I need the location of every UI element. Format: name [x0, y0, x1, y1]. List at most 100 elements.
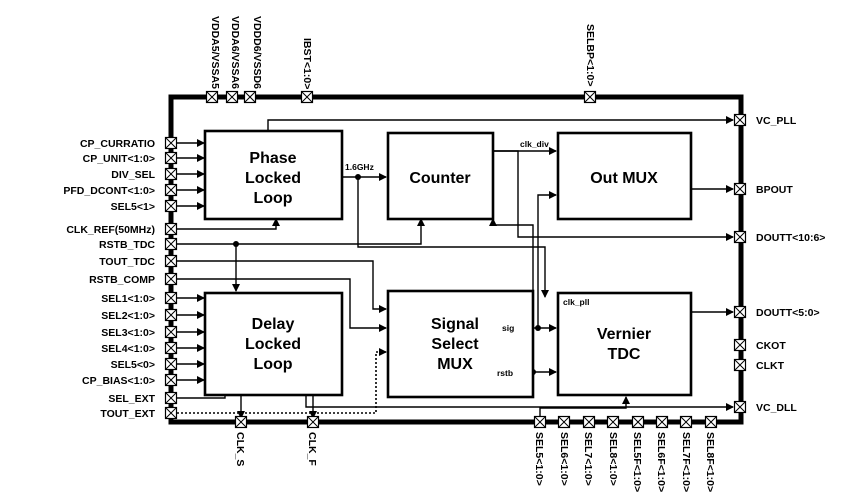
pin-clkt: CLKT	[756, 360, 785, 372]
dll-block: Delay Locked Loop	[203, 291, 344, 397]
pin-vc-pll: VC_PLL	[756, 115, 797, 127]
io-pad-icon	[733, 230, 747, 244]
io-pad-icon	[243, 90, 257, 104]
io-pad-icon	[733, 113, 747, 127]
io-pad-icon	[733, 400, 747, 414]
io-pad-icon	[733, 358, 747, 372]
tdc-label-1: Vernier	[597, 326, 651, 343]
dll-label-3: Loop	[253, 356, 292, 373]
pin-sel5-0: SEL5<0>	[111, 359, 155, 371]
pin-ckot: CKOT	[756, 340, 786, 352]
pll-block: Phase Locked Loop	[203, 129, 344, 221]
pll-label-1: Phase	[249, 150, 296, 167]
pin-cp-curratio: CP_CURRATIO	[80, 138, 155, 150]
io-pad-icon	[164, 237, 178, 251]
io-pad-icon	[164, 272, 178, 286]
pin-vdda5: VDDA5/VSSA5	[209, 16, 221, 89]
ssmux-label-1: Signal	[431, 316, 479, 333]
dll-label-2: Locked	[245, 336, 301, 353]
io-pad-icon	[164, 325, 178, 339]
wires	[177, 92, 734, 419]
pin-rstb-comp: RSTB_COMP	[89, 274, 155, 286]
io-pad-icon	[631, 415, 645, 429]
io-pad-icon	[733, 305, 747, 319]
outmux-block: Out MUX	[556, 131, 693, 221]
io-pad-icon	[164, 222, 178, 236]
io-pad-icon	[164, 183, 178, 197]
io-pad-icon	[164, 199, 178, 213]
pin-clk-s: CLK_S	[234, 432, 246, 466]
io-pad-icon	[164, 341, 178, 355]
freq-label: 1.6GHz	[345, 162, 374, 172]
pin-clk-ref: CLK_REF(50MHz)	[66, 224, 155, 236]
pin-cp-bias: CP_BIAS<1:0>	[82, 375, 155, 387]
io-pad-icon	[583, 90, 597, 104]
io-pad-icon	[164, 308, 178, 322]
counter-label: Counter	[409, 170, 470, 187]
io-pads	[164, 90, 747, 429]
pin-tout-tdc: TOUT_TDC	[99, 256, 155, 268]
io-pad-icon	[164, 357, 178, 371]
sig-label: sig	[502, 323, 514, 333]
pin-sel8f-bus: SEL8F<1:0>	[704, 432, 716, 492]
pin-sel6f-bus: SEL6F<1:0>	[655, 432, 667, 492]
pin-sel3: SEL3<1:0>	[101, 327, 155, 339]
pin-sel5-bus: SEL5<1:0>	[533, 432, 545, 486]
signal-select-mux-block: Signal Select MUX	[386, 289, 535, 399]
io-pad-icon	[164, 406, 178, 420]
io-pad-icon	[733, 182, 747, 196]
io-pad-icon	[164, 136, 178, 150]
pin-sel5f-bus: SEL5F<1:0>	[631, 432, 643, 492]
io-pad-icon	[234, 415, 248, 429]
rstb-label: rstb	[497, 368, 513, 378]
io-pad-icon	[205, 90, 219, 104]
pin-sel2: SEL2<1:0>	[101, 310, 155, 322]
pin-vdda6: VDDA6/VSSA6	[229, 16, 241, 89]
io-pad-icon	[306, 415, 320, 429]
pin-sel7-bus: SEL7<1:0>	[582, 432, 594, 486]
pin-rstb-tdc: RSTB_TDC	[99, 239, 155, 251]
io-pad-icon	[164, 254, 178, 268]
clk-pll-label: clk_pll	[563, 297, 589, 307]
pin-sel-ext: SEL_EXT	[108, 393, 155, 405]
pin-clk-f: CLK_F	[306, 432, 318, 466]
io-pad-icon	[582, 415, 596, 429]
pin-sel1: SEL1<1:0>	[101, 293, 155, 305]
io-pad-icon	[733, 338, 747, 352]
io-pad-icon	[606, 415, 620, 429]
pin-labels: CP_CURRATIO CP_UNIT<1:0> DIV_SEL PFD_DCO…	[63, 16, 825, 492]
pll-label-2: Locked	[245, 170, 301, 187]
ssmux-label-3: MUX	[437, 356, 473, 373]
io-pad-icon	[225, 90, 239, 104]
pin-pfd-dcont: PFD_DCONT<1:0>	[63, 185, 155, 197]
io-pad-icon	[533, 415, 547, 429]
io-pad-icon	[655, 415, 669, 429]
clk-div-label: clk_div	[520, 139, 549, 149]
pin-sel5-1: SEL5<1>	[111, 201, 155, 213]
io-pad-icon	[300, 90, 314, 104]
pin-bpout: BPOUT	[756, 184, 793, 196]
pll-label-3: Loop	[253, 190, 292, 207]
pin-vddd6: VDDD6/VSSD6	[251, 16, 263, 89]
pin-doutt-10-6: DOUTT<10:6>	[756, 232, 825, 244]
pin-cp-unit: CP_UNIT<1:0>	[83, 153, 155, 165]
pin-sel6-bus: SEL6<1:0>	[558, 432, 570, 486]
dll-label-1: Delay	[252, 316, 295, 333]
io-pad-icon	[704, 415, 718, 429]
io-pad-icon	[164, 167, 178, 181]
ssmux-label-2: Select	[431, 336, 479, 353]
pin-sel4: SEL4<1:0>	[101, 343, 155, 355]
pin-selbp: SELBP<1:0>	[584, 24, 596, 86]
io-pad-icon	[557, 415, 571, 429]
io-pad-icon	[164, 291, 178, 305]
pin-tout-ext: TOUT_EXT	[100, 408, 155, 420]
counter-block: Counter	[386, 131, 495, 221]
io-pad-icon	[164, 151, 178, 165]
io-pad-icon	[164, 391, 178, 405]
pin-ibst: IBST<1:0>	[301, 38, 313, 89]
io-pad-icon	[164, 373, 178, 387]
pin-sel7f-bus: SEL7F<1:0>	[680, 432, 692, 492]
pin-sel8-bus: SEL8<1:0>	[607, 432, 619, 486]
